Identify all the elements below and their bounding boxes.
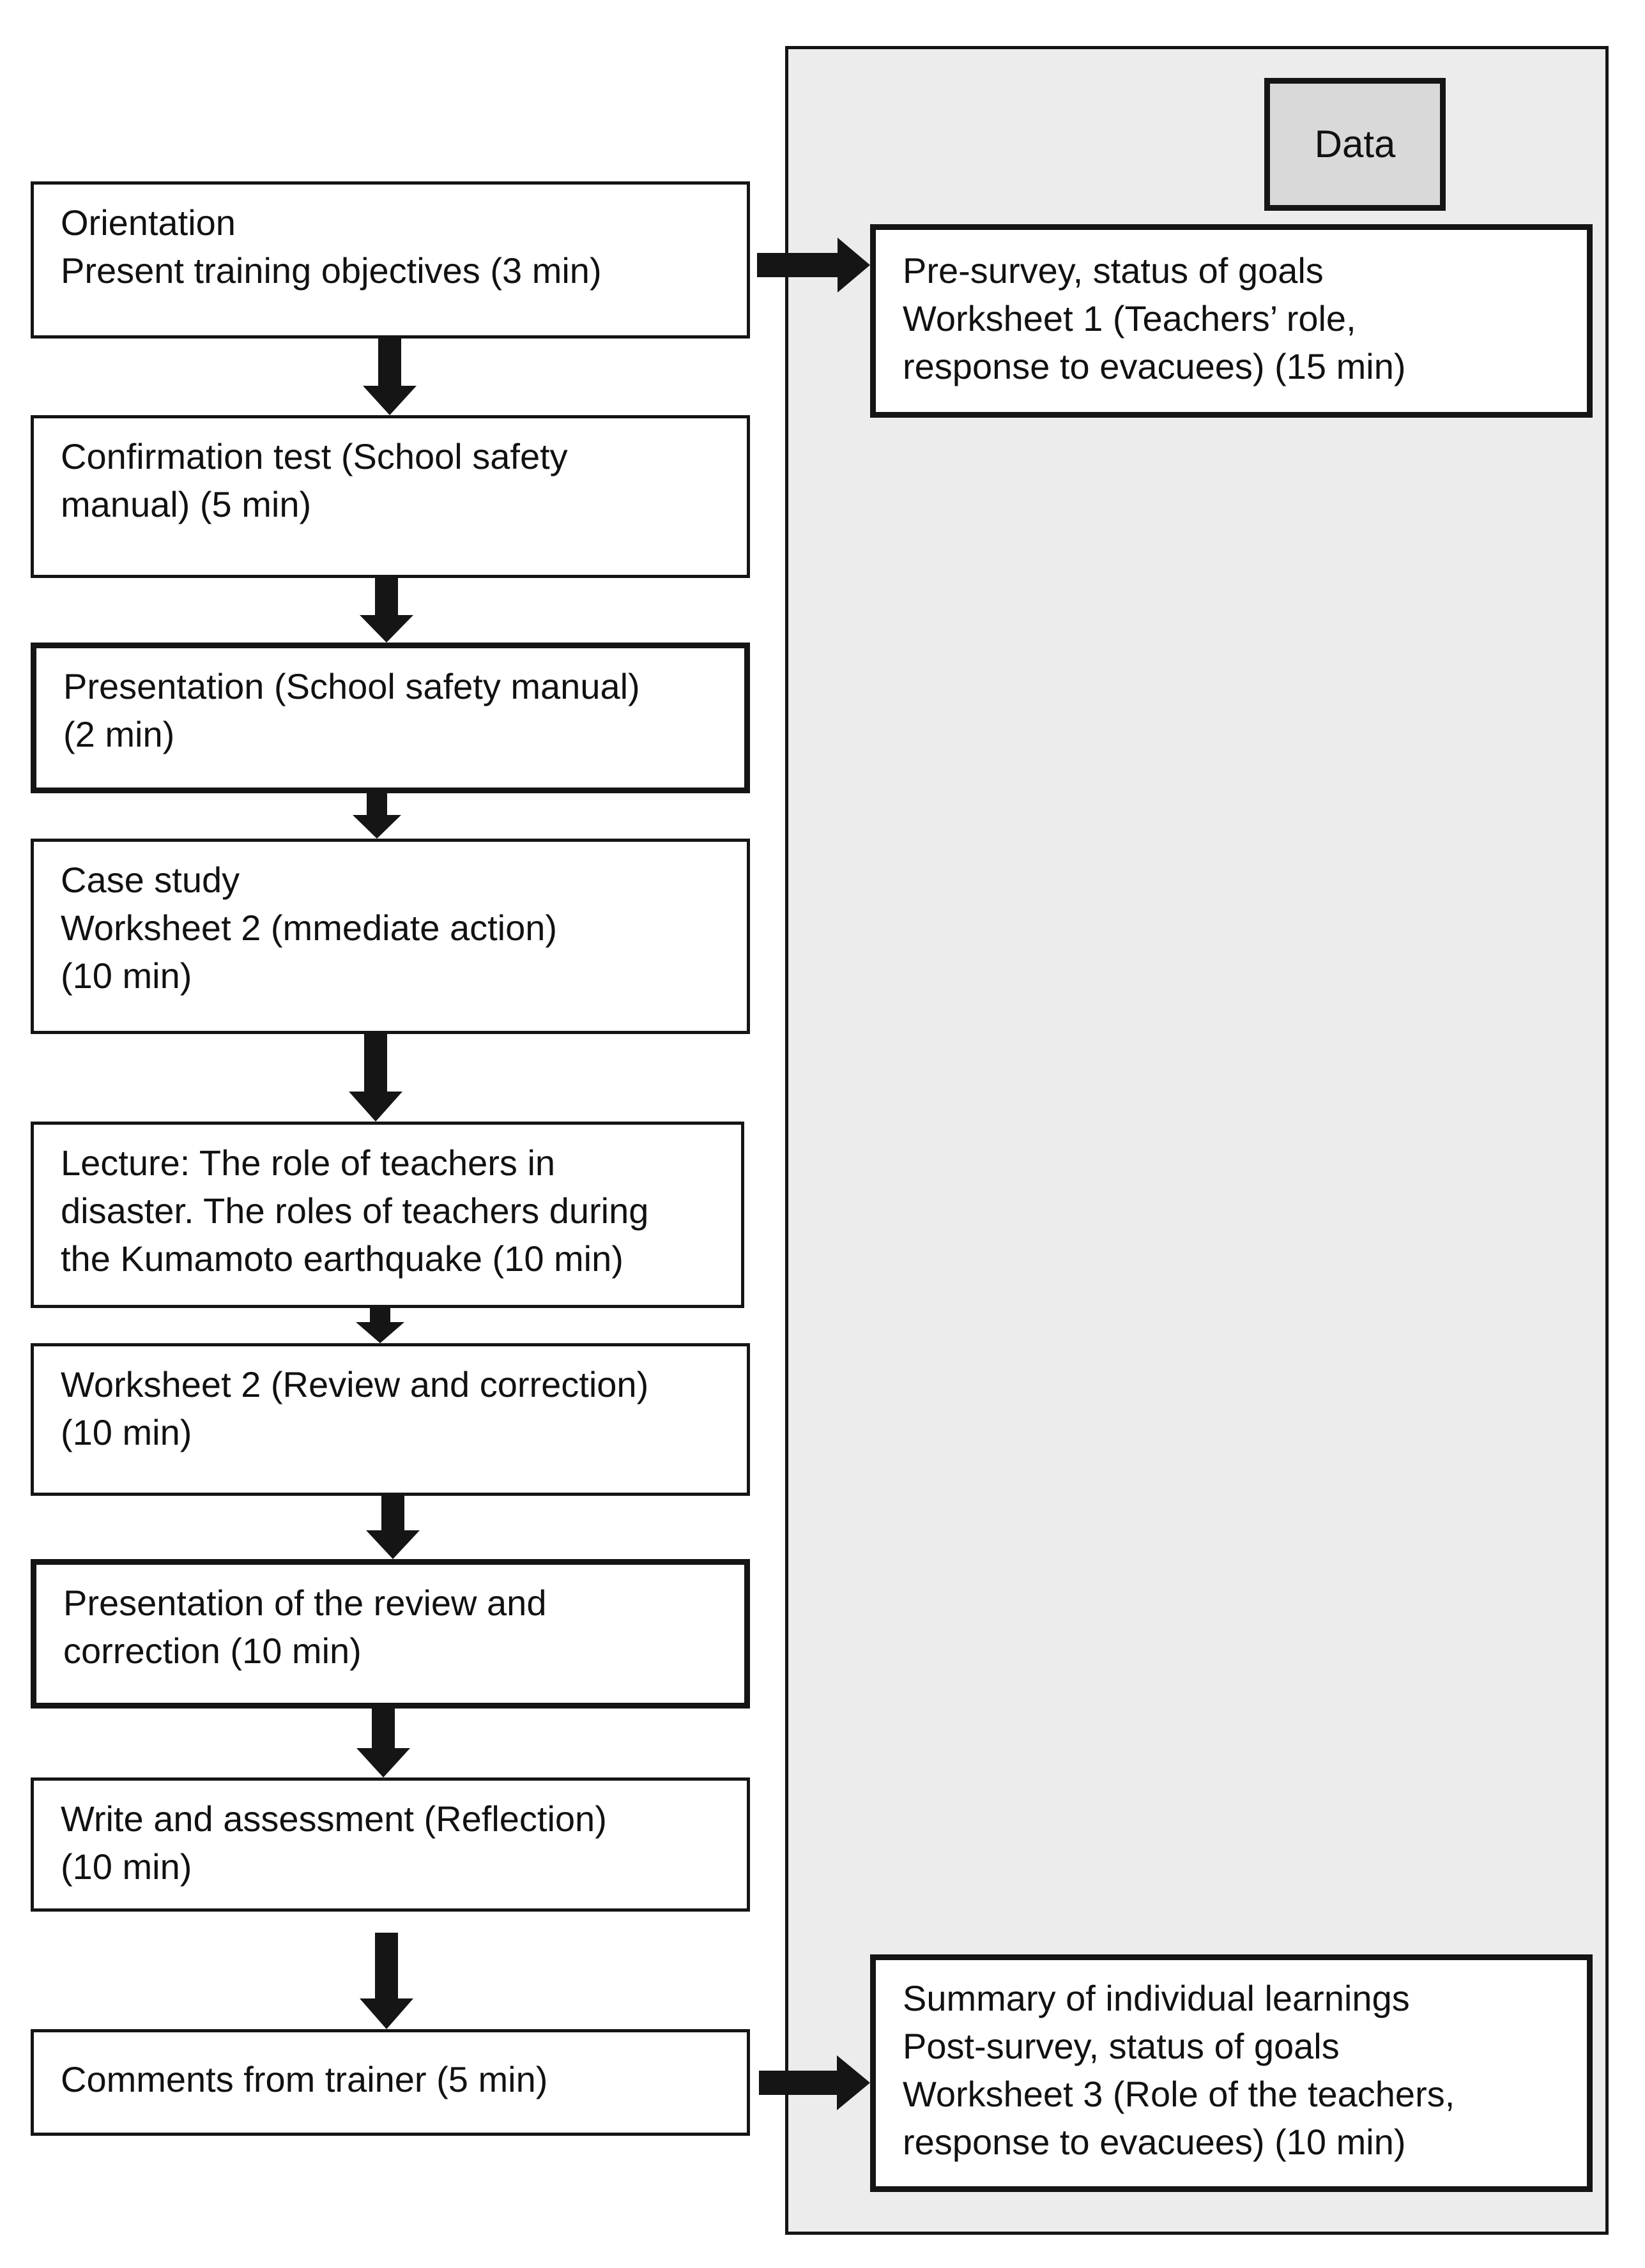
step-text-line: (10 min) — [61, 1412, 192, 1452]
step-text-line: Presentation (School safety manual) — [63, 666, 640, 706]
step-text-line: Orientation — [61, 202, 236, 243]
data-text-line: Worksheet 1 (Teachers’ role, — [903, 298, 1356, 339]
step-text-line: correction (10 min) — [63, 1631, 362, 1671]
step-text-line: the Kumamoto earthquake (10 min) — [61, 1238, 624, 1279]
step-text-line: Worksheet 2 (mmediate action) — [61, 908, 558, 948]
step-text-line: disaster. The roles of teachers during — [61, 1191, 649, 1231]
step-comments-from-trainer: Comments from trainer (5 min) — [31, 2029, 750, 2136]
down-arrow-icon — [353, 793, 401, 839]
step-confirmation-test: Confirmation test (School safety manual)… — [31, 415, 750, 578]
down-arrow-icon — [349, 1034, 402, 1122]
data-panel-title-text: Data — [1314, 123, 1396, 165]
step-text-line: Write and assessment (Reflection) — [61, 1799, 607, 1839]
data-text-line: Worksheet 3 (Role of the teachers, — [903, 2074, 1455, 2114]
step-lecture: Lecture: The role of teachers in disaste… — [31, 1122, 744, 1308]
data-text-line: Summary of individual learnings — [903, 1978, 1410, 2018]
step-text-line: Worksheet 2 (Review and correction) — [61, 1364, 649, 1404]
step-orientation: Orientation Present training objectives … — [31, 181, 750, 339]
step-text-line: Confirmation test (School safety — [61, 436, 568, 476]
step-text-line: Presentation of the review and — [63, 1583, 547, 1623]
data-text-line: Post-survey, status of goals — [903, 2026, 1340, 2066]
down-arrow-icon — [356, 1709, 410, 1777]
data-text-line: Pre-survey, status of goals — [903, 250, 1324, 291]
step-text-line: (2 min) — [63, 714, 175, 754]
step-text-line: Case study — [61, 860, 240, 900]
down-arrow-icon — [360, 1933, 413, 2029]
down-arrow-icon — [360, 578, 413, 643]
data-item-pre-survey: Pre-survey, status of goals Worksheet 1 … — [870, 224, 1593, 418]
step-case-study: Case study Worksheet 2 (mmediate action)… — [31, 839, 750, 1034]
right-arrow-icon — [757, 238, 870, 293]
step-text-line: (10 min) — [61, 955, 192, 996]
data-text-line: response to evacuees) (10 min) — [903, 2122, 1406, 2162]
right-arrow-icon — [759, 2055, 870, 2110]
step-text-line: (10 min) — [61, 1846, 192, 1887]
step-presentation-safety-manual: Presentation (School safety manual) (2 m… — [31, 643, 750, 793]
step-presentation-review: Presentation of the review and correctio… — [31, 1559, 750, 1709]
data-item-post-survey: Summary of individual learnings Post-sur… — [870, 1954, 1593, 2192]
step-text-line: Present training objectives (3 min) — [61, 250, 602, 291]
data-panel-title: Data — [1264, 78, 1446, 211]
down-arrow-icon — [356, 1308, 404, 1343]
down-arrow-icon — [363, 339, 417, 415]
step-text-line: manual) (5 min) — [61, 484, 312, 524]
step-text-line: Lecture: The role of teachers in — [61, 1143, 556, 1183]
data-text-line: response to evacuees) (15 min) — [903, 346, 1406, 386]
step-text-line: Comments from trainer (5 min) — [61, 2059, 548, 2099]
down-arrow-icon — [366, 1496, 420, 1559]
step-write-assessment: Write and assessment (Reflection) (10 mi… — [31, 1777, 750, 1912]
step-worksheet-review: Worksheet 2 (Review and correction) (10 … — [31, 1343, 750, 1496]
